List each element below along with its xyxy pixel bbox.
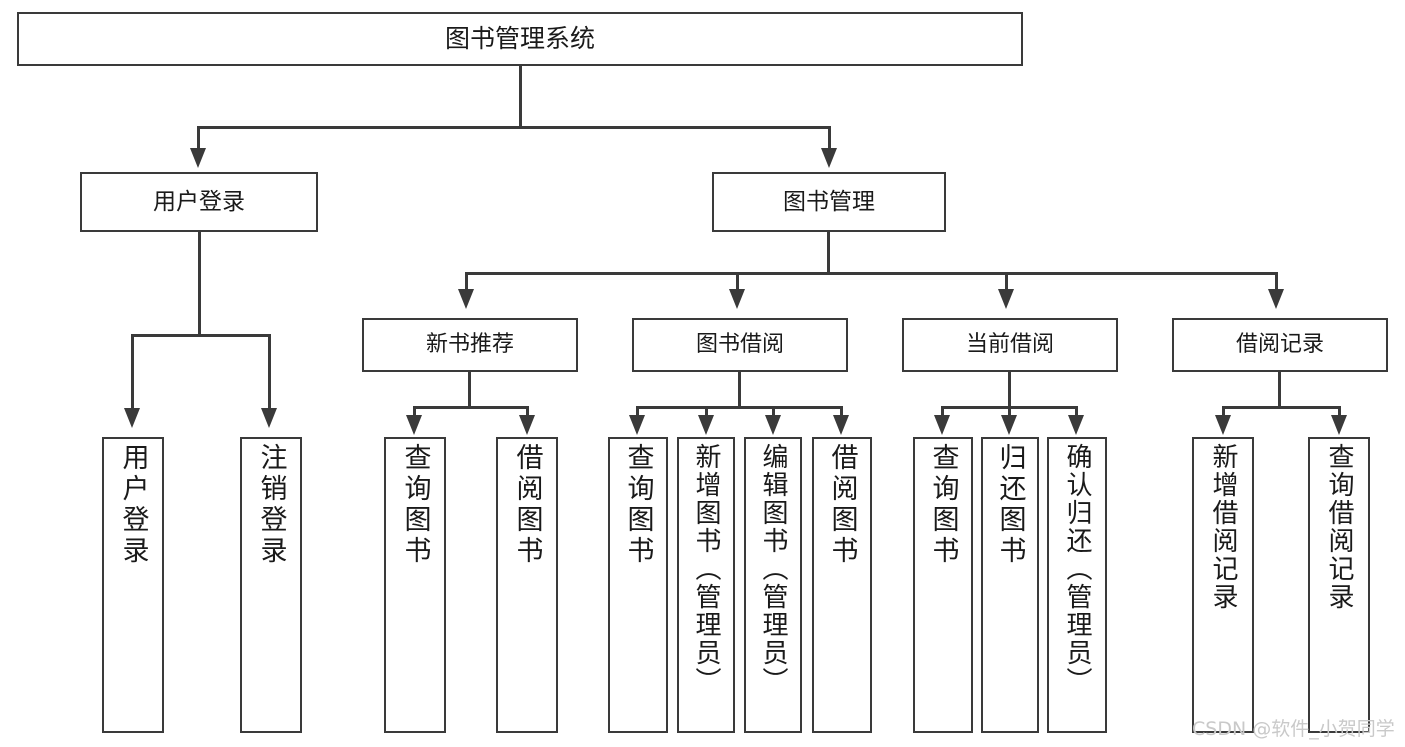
connector-book-borrow-stem xyxy=(738,372,741,408)
connector-user-login-bus xyxy=(131,334,271,337)
connector-book-mgmt-child-1 xyxy=(736,272,739,292)
connector-root-to-user-login xyxy=(197,126,200,152)
arrowhead-book-borrow xyxy=(729,289,745,309)
leaf-label: 新增图书（管理员） xyxy=(691,443,721,695)
leaf-book-borrow-borrow[interactable]: 借阅图书 xyxy=(812,437,872,733)
leaf-label: 归还图书 xyxy=(994,443,1026,567)
connector-root-stem xyxy=(519,66,522,128)
connector-book-mgmt-child-2 xyxy=(1005,272,1008,292)
leaf-current-borrow-query[interactable]: 查询图书 xyxy=(913,437,973,733)
arrowhead-leaf-current-borrow-1 xyxy=(1001,415,1017,435)
arrowhead-user-login xyxy=(190,148,206,168)
arrowhead-leaf-new-book-1 xyxy=(519,415,535,435)
connector-user-login-leaf-1 xyxy=(268,334,271,412)
connector-book-borrow-leaf-1 xyxy=(705,406,708,418)
leaf-label: 借阅图书 xyxy=(826,443,858,567)
leaf-borrow-records-add[interactable]: 新增借阅记录 xyxy=(1192,437,1254,733)
node-label: 新书推荐 xyxy=(425,332,514,358)
connector-borrow-records-leaf-1 xyxy=(1338,406,1341,418)
connector-new-book-bus xyxy=(413,406,529,409)
arrowhead-leaf-current-borrow-2 xyxy=(1068,415,1084,435)
arrowhead-leaf-borrow-records-0 xyxy=(1215,415,1231,435)
leaf-label: 借阅图书 xyxy=(511,443,543,567)
connector-book-mgmt-child-3 xyxy=(1275,272,1278,292)
node-label: 图书管理 xyxy=(783,188,875,215)
arrowhead-leaf-book-borrow-1 xyxy=(698,415,714,435)
leaf-borrow-records-query[interactable]: 查询借阅记录 xyxy=(1308,437,1370,733)
arrowhead-leaf-current-borrow-0 xyxy=(934,415,950,435)
leaf-book-borrow-add[interactable]: 新增图书（管理员） xyxy=(677,437,735,733)
leaf-label: 注销登录 xyxy=(255,443,287,567)
arrowhead-leaf-user-login-1 xyxy=(261,408,277,428)
connector-book-borrow-bus xyxy=(636,406,842,409)
leaf-book-borrow-query[interactable]: 查询图书 xyxy=(608,437,668,733)
leaf-new-book-borrow[interactable]: 借阅图书 xyxy=(496,437,558,733)
connector-root-bus xyxy=(197,126,831,129)
leaf-label: 新增借阅记录 xyxy=(1208,443,1238,611)
connector-book-mgmt-stem xyxy=(827,232,830,274)
arrowhead-leaf-book-borrow-2 xyxy=(765,415,781,435)
connector-current-borrow-leaf-0 xyxy=(941,406,944,418)
arrowhead-leaf-book-borrow-3 xyxy=(833,415,849,435)
connector-book-mgmt-child-0 xyxy=(465,272,468,292)
connector-new-book-leaf-0 xyxy=(413,406,416,418)
connector-borrow-records-bus xyxy=(1222,406,1341,409)
leaf-label: 查询图书 xyxy=(399,443,431,567)
connector-current-borrow-stem xyxy=(1008,372,1011,408)
arrowhead-book-mgmt xyxy=(821,148,837,168)
node-label: 图书管理系统 xyxy=(444,23,595,53)
arrowhead-leaf-user-login-0 xyxy=(124,408,140,428)
leaf-current-borrow-confirm-return[interactable]: 确认归还（管理员） xyxy=(1047,437,1107,733)
connector-current-borrow-leaf-2 xyxy=(1075,406,1078,418)
connector-user-login-leaf-0 xyxy=(131,334,134,412)
connector-book-borrow-leaf-0 xyxy=(636,406,639,418)
leaf-new-book-query[interactable]: 查询图书 xyxy=(384,437,446,733)
arrowhead-leaf-borrow-records-1 xyxy=(1331,415,1347,435)
arrowhead-new-book-recommend xyxy=(458,289,474,309)
node-borrow-records[interactable]: 借阅记录 xyxy=(1172,318,1388,372)
node-label: 图书借阅 xyxy=(695,332,784,358)
node-label: 当前借阅 xyxy=(965,332,1054,358)
arrowhead-current-borrow xyxy=(998,289,1014,309)
node-root-system[interactable]: 图书管理系统 xyxy=(17,12,1023,66)
node-label: 用户登录 xyxy=(153,188,245,215)
arrowhead-borrow-records xyxy=(1268,289,1284,309)
connector-root-to-book-mgmt xyxy=(828,126,831,152)
connector-new-book-leaf-1 xyxy=(526,406,529,418)
node-label: 借阅记录 xyxy=(1235,332,1324,358)
node-new-book-recommend[interactable]: 新书推荐 xyxy=(362,318,578,372)
connector-book-borrow-leaf-2 xyxy=(772,406,775,418)
connector-borrow-records-stem xyxy=(1278,372,1281,408)
leaf-user-login-login[interactable]: 用户登录 xyxy=(102,437,164,733)
connector-book-borrow-leaf-3 xyxy=(840,406,843,418)
node-current-borrow[interactable]: 当前借阅 xyxy=(902,318,1118,372)
arrowhead-leaf-book-borrow-0 xyxy=(629,415,645,435)
leaf-label: 用户登录 xyxy=(117,443,149,567)
leaf-user-login-logout[interactable]: 注销登录 xyxy=(240,437,302,733)
connector-user-login-stem xyxy=(198,232,201,336)
leaf-book-borrow-edit[interactable]: 编辑图书（管理员） xyxy=(744,437,802,733)
node-book-management[interactable]: 图书管理 xyxy=(712,172,946,232)
node-book-borrow[interactable]: 图书借阅 xyxy=(632,318,848,372)
connector-book-mgmt-bus xyxy=(465,272,1278,275)
arrowhead-leaf-new-book-0 xyxy=(406,415,422,435)
leaf-label: 编辑图书（管理员） xyxy=(758,443,788,695)
leaf-label: 查询借阅记录 xyxy=(1324,443,1354,611)
leaf-label: 查询图书 xyxy=(622,443,654,567)
leaf-label: 查询图书 xyxy=(927,443,959,567)
connector-current-borrow-leaf-1 xyxy=(1008,406,1011,418)
connector-borrow-records-leaf-0 xyxy=(1222,406,1225,418)
connector-new-book-stem xyxy=(468,372,471,408)
leaf-label: 确认归还（管理员） xyxy=(1062,443,1092,695)
node-user-login[interactable]: 用户登录 xyxy=(80,172,318,232)
leaf-current-borrow-return[interactable]: 归还图书 xyxy=(981,437,1039,733)
